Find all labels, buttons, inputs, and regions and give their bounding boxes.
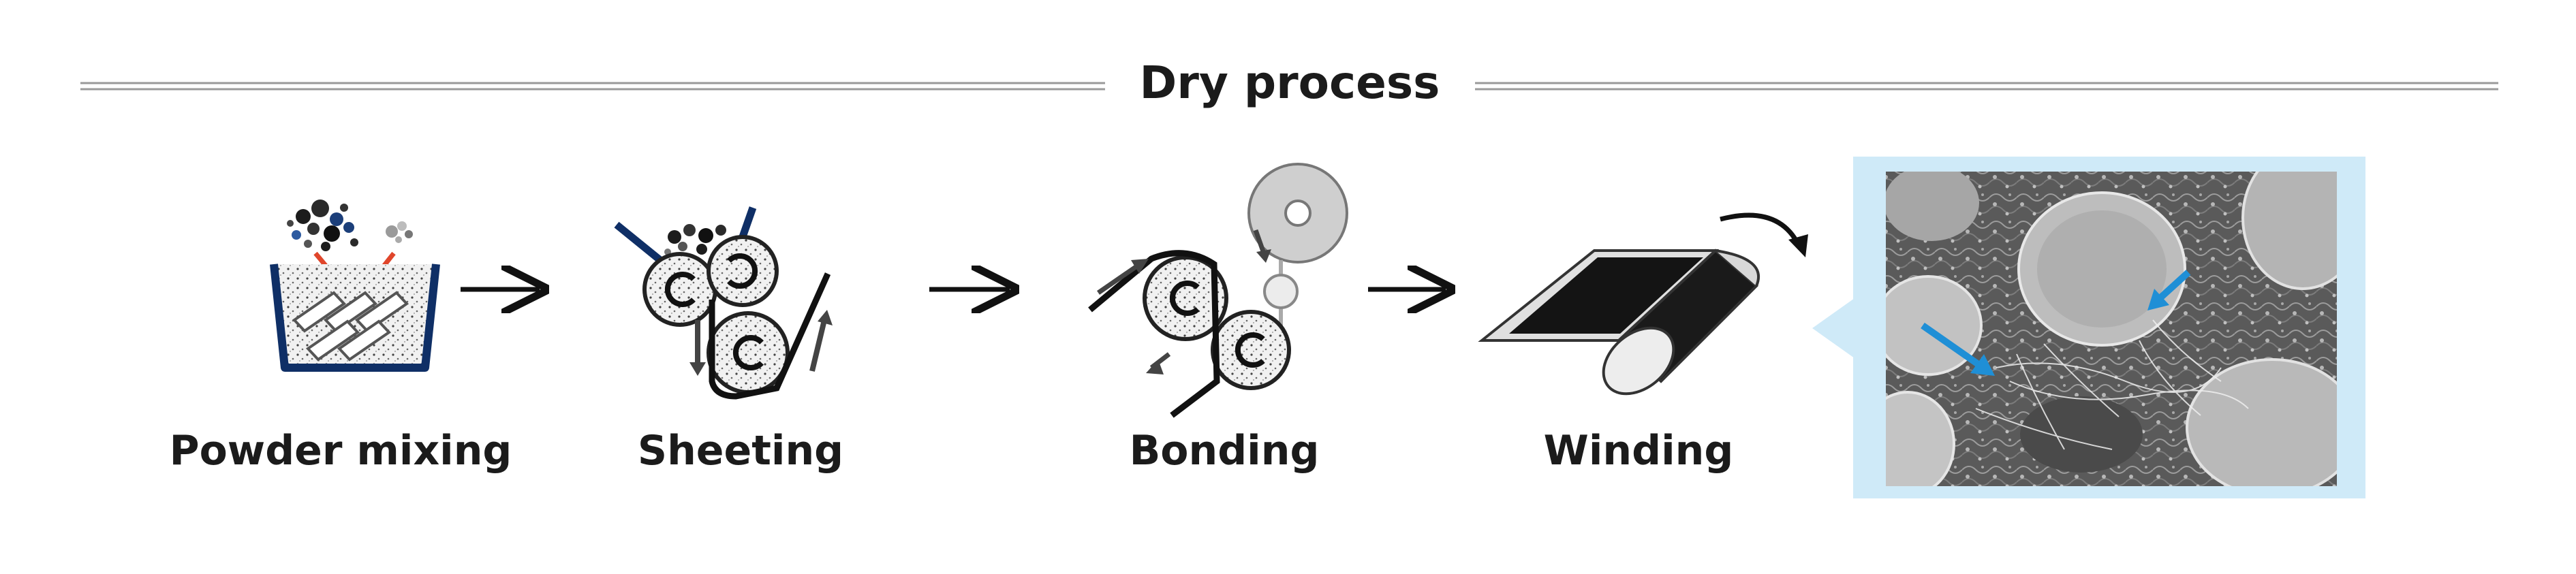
powder-particles: [287, 200, 413, 251]
sem-micrograph-image: [1886, 172, 2337, 486]
sheeting-rollers-icon: [614, 206, 833, 400]
micrograph-callout: [1812, 157, 2365, 498]
diagram-title: Dry process: [1140, 57, 1440, 109]
mixing-tank-icon: [270, 200, 440, 372]
header: Dry process: [80, 57, 2498, 109]
step-labels: Powder mixing Sheeting Bonding Winding: [170, 427, 1734, 475]
step-label-sheeting: Sheeting: [638, 427, 843, 475]
electrode-roll-icon: [1478, 212, 1808, 396]
step-label-winding: Winding: [1544, 427, 1734, 475]
step-label-powder-mixing: Powder mixing: [170, 427, 512, 475]
step-label-bonding: Bonding: [1130, 427, 1320, 475]
bonding-rollers-icon: [1088, 163, 1348, 418]
header-rule-right: [1475, 82, 2498, 91]
header-rule-left: [80, 82, 1105, 91]
